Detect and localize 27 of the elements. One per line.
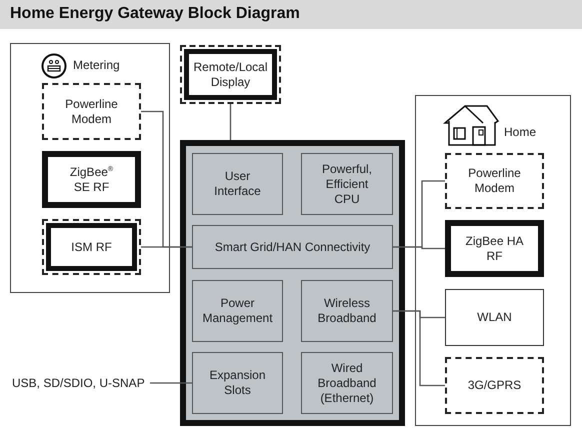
home-panel (415, 95, 571, 426)
interface-label: USB, SD/SDIO, U-SNAP (12, 375, 150, 391)
title-bar: Home Energy Gateway Block Diagram (0, 0, 582, 29)
function-box: Smart Grid/HAN Connectivity (192, 225, 393, 269)
function-box: Expansion Slots (192, 352, 283, 414)
connector-line (150, 382, 192, 384)
module-box: WLAN (445, 289, 544, 346)
function-box: Wireless Broadband (301, 280, 393, 342)
module-box: ZigBee HA RF (445, 220, 544, 277)
connector-line (393, 310, 445, 386)
function-box: User Interface (192, 153, 283, 215)
connector-line (141, 246, 192, 248)
module-box: ZigBee$^{®}$ SE RF (42, 151, 141, 208)
module-box: ISM RF (42, 219, 141, 275)
module-box: Powerline Modem (42, 83, 141, 140)
connector-line (393, 246, 445, 250)
function-box: Powerful, Efficient CPU (301, 153, 393, 215)
module-box: 3G/GPRS (445, 357, 544, 414)
function-box: Wired Broadband (Ethernet) (301, 352, 393, 414)
metering-panel (10, 43, 170, 293)
display-box: Remote/Local Display (180, 45, 281, 104)
gateway-box (180, 140, 405, 426)
panel-heading: Home (504, 125, 536, 140)
connector-line (230, 104, 232, 140)
panel-heading: Metering (73, 58, 120, 73)
module-box: Powerline Modem (445, 153, 544, 209)
function-box: Power Management (192, 280, 283, 342)
